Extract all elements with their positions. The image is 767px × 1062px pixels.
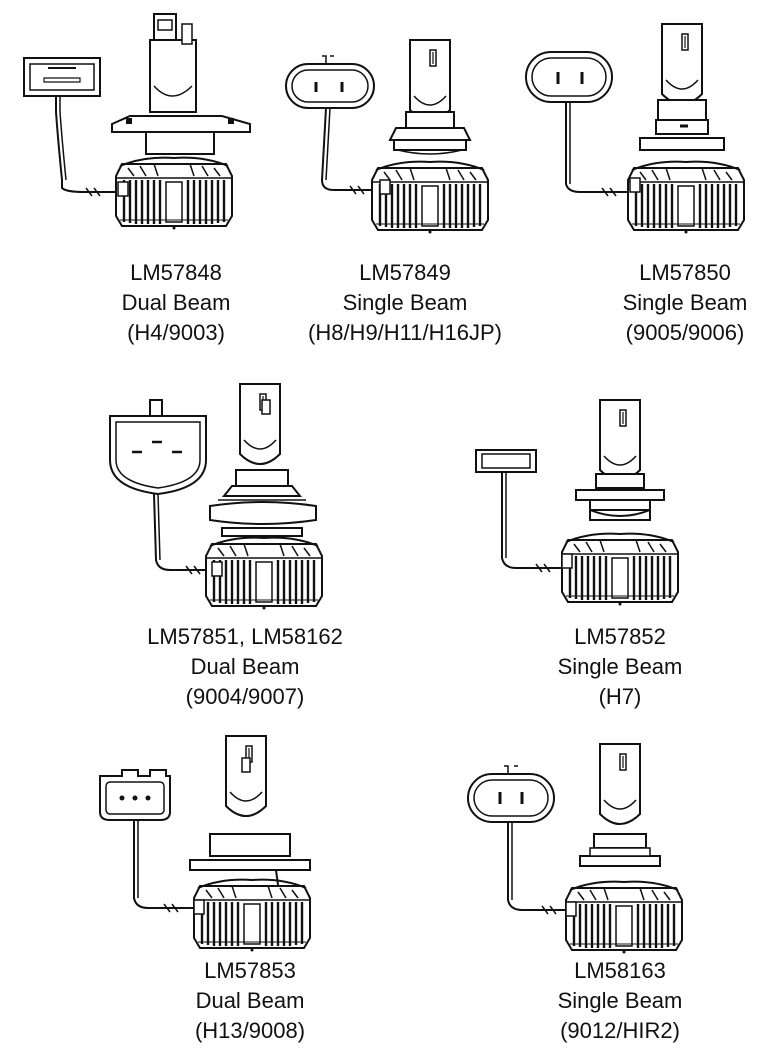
fitment-label: (H7) xyxy=(598,684,642,709)
beam-label: Single Beam xyxy=(622,290,748,315)
product-lm57848: LM57848 Dual Beam (H4/9003) xyxy=(0,0,260,360)
beam-label: Single Beam xyxy=(557,988,683,1013)
rounded-2pin-connector-icon xyxy=(285,55,384,195)
fitment-label: (9004/9007) xyxy=(185,684,305,709)
9012-led-bulb-icon xyxy=(564,743,684,955)
model-label: LM58163 xyxy=(574,958,666,983)
beam-label: Dual Beam xyxy=(190,654,300,679)
square-3pin-connector-icon xyxy=(99,769,194,913)
beam-label: Dual Beam xyxy=(195,988,305,1013)
h4-led-bulb-icon xyxy=(111,13,251,231)
oval-2pin-connector-icon xyxy=(525,51,634,197)
rect-flat-connector-icon xyxy=(23,57,118,197)
9004-led-bulb-icon xyxy=(204,383,324,611)
9005-led-bulb-icon xyxy=(626,23,746,235)
product-lm58163: LM58163 Single Beam (9012/HIR2) xyxy=(440,730,767,1062)
model-label: LM57850 xyxy=(639,260,731,285)
h7-led-bulb-icon xyxy=(560,399,680,607)
beam-label: Single Beam xyxy=(557,654,683,679)
small-flat-connector-icon xyxy=(475,449,566,573)
fitment-label: (9005/9006) xyxy=(625,320,745,345)
beam-label: Single Beam xyxy=(342,290,468,315)
h13-led-bulb-icon xyxy=(189,735,312,953)
fitment-label: (H13/9008) xyxy=(194,1018,306,1043)
h11-led-bulb-icon xyxy=(370,39,490,235)
product-lm57853: LM57853 Dual Beam (H13/9008) xyxy=(60,730,380,1062)
shield-3pin-connector-icon xyxy=(109,399,216,575)
model-label: LM57853 xyxy=(204,958,296,983)
model-label: LM57852 xyxy=(574,624,666,649)
product-lm57850: LM57850 Single Beam (9005/9006) xyxy=(510,0,767,360)
model-label: LM57848 xyxy=(130,260,222,285)
beam-label: Dual Beam xyxy=(121,290,231,315)
fitment-label: (H4/9003) xyxy=(127,320,225,345)
model-label: LM57849 xyxy=(359,260,451,285)
product-lm57849: LM57849 Single Beam (H8/H9/H11/H16JP) xyxy=(260,0,520,360)
product-lm57851-lm58162: LM57851, LM58162 Dual Beam (9004/9007) xyxy=(0,370,400,720)
product-lm57852: LM57852 Single Beam (H7) xyxy=(440,370,767,720)
model-label: LM57851, LM58162 xyxy=(147,624,343,649)
fitment-label: (9012/HIR2) xyxy=(560,1018,680,1043)
rounded-2pin-connector-icon xyxy=(467,765,572,915)
fitment-label: (H8/H9/H11/H16JP) xyxy=(308,320,502,345)
